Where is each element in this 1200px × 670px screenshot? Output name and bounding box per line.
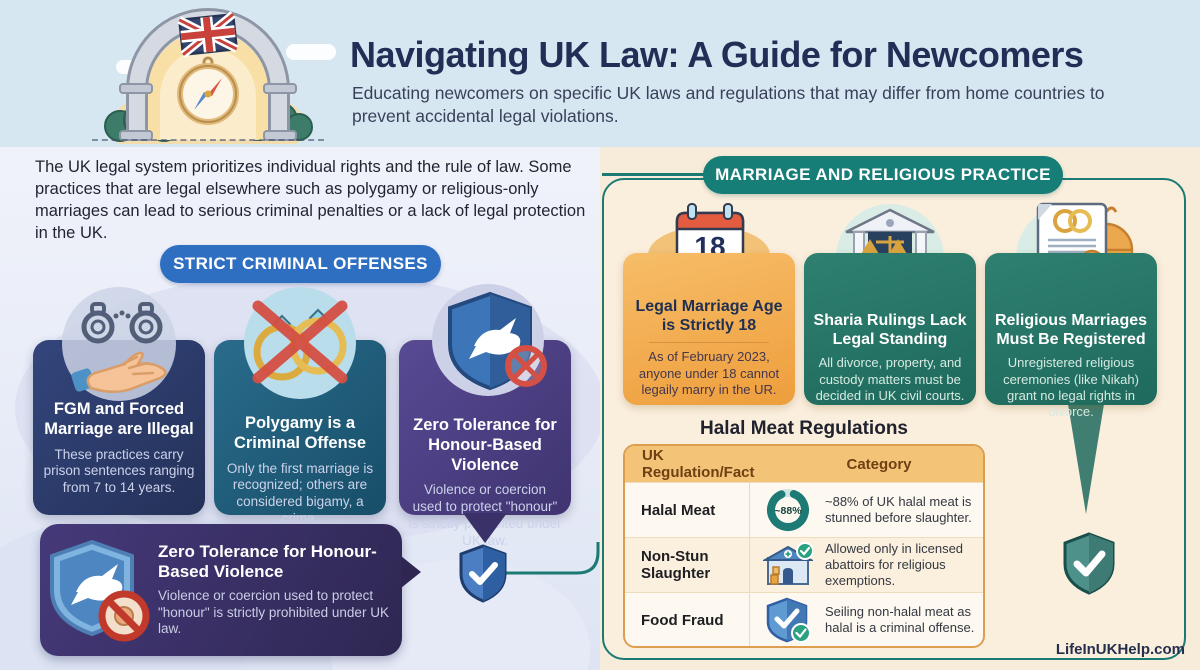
card-sharia-rulings: Sharia Rulings Lack Legal Standing All d…: [804, 253, 976, 405]
card-title: Polygamy is a Criminal Offense: [233, 414, 367, 452]
shield-dove-prohibition-icon: [448, 291, 547, 391]
shield-check-icon: [766, 597, 811, 643]
column-header: Category: [846, 455, 912, 473]
intro-paragraph: The UK legal system prioritizes individu…: [35, 158, 586, 242]
handcuffs-icon: [81, 302, 163, 344]
connector-line: [505, 542, 600, 575]
column-header: UK Regulation/Fact: [642, 447, 755, 481]
card-title: Religious Marriages Must Be Registered: [994, 312, 1148, 349]
pill-connector-line: [602, 173, 706, 176]
table-row-halal-meat: Halal Meat ~88% ~88% of UK halal meat is…: [625, 482, 983, 537]
card-body: Only the first marriage is recognized; o…: [226, 460, 374, 527]
crossed-wedding-rings-icon: [252, 300, 348, 384]
row-fact: Non-Stun Slaughter: [625, 538, 750, 592]
donut-chart-icon: ~88%: [766, 489, 809, 531]
ground-line: [92, 139, 324, 141]
card-marriage-age: Legal Marriage Age is Strictly 18 As of …: [623, 253, 795, 405]
card-body: Unregistered religious ceremonies (like …: [1003, 355, 1139, 420]
row-fact: Food Fraud: [625, 593, 750, 646]
card-body: All divorce, property, and custody matte…: [815, 355, 965, 403]
card-title: Legal Marriage Age is Strictly 18: [635, 298, 783, 335]
card-title: FGM and Forced Marriage are Illegal: [44, 400, 194, 438]
page-title: Navigating UK Law: A Guide for Newcomers: [350, 34, 1084, 75]
table-row-food-fraud: Food Fraud Seiling non-halal meat as hal…: [625, 592, 983, 646]
header-band: Navigating UK Law: A Guide for Newcomers…: [0, 0, 1200, 147]
card-tail: [1068, 404, 1104, 514]
shield-dove-no-violence-icon: [50, 539, 150, 642]
row-detail: Seiling non-halal meat as halal is a cri…: [825, 604, 975, 635]
card-religious-marriages: Religious Marriages Must Be Registered U…: [985, 253, 1157, 419]
card-body: As of February 2023, anyone under 18 can…: [638, 349, 780, 397]
banner-body: Violence or coercion used to protect "ho…: [158, 587, 389, 637]
row-fact: Halal Meat: [625, 483, 750, 537]
brand-watermark: LifeInUKHelp.com: [1055, 641, 1185, 658]
banner-tail: [401, 556, 421, 588]
compass-icon: [177, 56, 239, 125]
abattoir-building-icon: [762, 542, 813, 585]
donut-arc: [766, 489, 809, 531]
halal-regulations-table: UK Regulation/Fact Category Halal Meat ~…: [623, 444, 985, 648]
table-header-row: UK Regulation/Fact Category: [625, 446, 983, 482]
blue-shield-check-icon: [459, 544, 507, 603]
table-row-non-stun: Non-Stun Slaughter Allowed only in licen…: [625, 537, 983, 592]
teal-shield-check-icon: [1063, 532, 1115, 595]
banner-title: Zero Tolerance for Honour-Based Violence: [158, 541, 377, 581]
card-body: These practices carry prison sentences r…: [43, 446, 195, 496]
uk-flag-icon: [177, 11, 239, 58]
uk-arch-compass-illustration: [104, 8, 313, 144]
page-subtitle: Educating newcomers on specific UK laws …: [352, 83, 1105, 126]
donut-label: ~88%: [774, 505, 802, 517]
marriage-heading: MARRIAGE AND RELIGIOUS PRACTICE: [703, 156, 1063, 194]
cloud-shape: [286, 44, 336, 60]
card-title: Zero Tolerance for Honour-Based Violence: [413, 416, 557, 474]
criminal-offenses-heading: STRICT CRIMINAL OFFENSES: [160, 245, 441, 283]
row-detail: Allowed only in licensed abattoirs for r…: [825, 541, 964, 588]
halal-table-title: Halal Meat Regulations: [700, 418, 908, 439]
card-tail: [463, 513, 507, 543]
card-title: Sharia Rulings Lack Legal Standing: [813, 312, 967, 349]
card-fgm-forced-marriage: FGM and Forced Marriage are Illegal Thes…: [33, 340, 205, 515]
row-detail: ~88% of UK halal meat is stunned before …: [825, 494, 972, 525]
divider: [649, 342, 769, 344]
open-hand-icon: [71, 351, 167, 393]
banner-card-honour-violence: Zero Tolerance for Honour-Based Violence…: [40, 524, 402, 656]
